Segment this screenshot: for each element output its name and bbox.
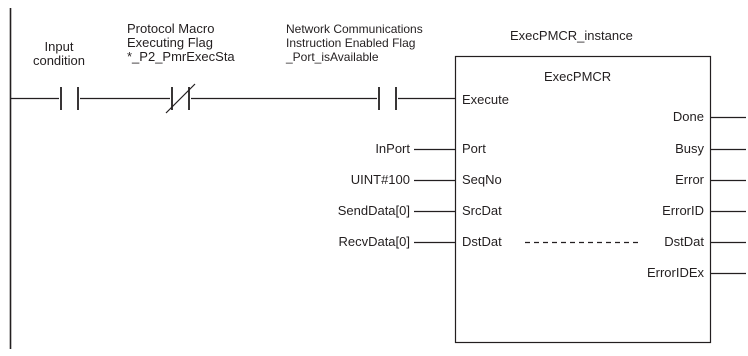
fb-type-name: ExecPMCR [544,69,612,84]
pin-srcdat: SrcDat [462,203,502,218]
pin-done: Done [672,109,704,124]
fb-instance-name: ExecPMCR_instance [510,28,633,43]
input-condition-label: Input condition [20,40,98,68]
pin-port: Port [462,141,486,156]
pin-errorid: ErrorID [662,203,704,218]
pin-execute: Execute [462,92,509,107]
port-available-line2: Instruction Enabled Flag [286,36,416,50]
exec-flag-line1: Protocol Macro [127,21,215,36]
executing-flag-label: Protocol Macro Executing Flag *_P2_PmrEx… [127,22,235,64]
arg-srcdat: SendData[0] [337,203,410,218]
exec-flag-line2: Executing Flag [127,35,213,50]
pin-dstdat-out: DstDat [664,234,704,249]
pin-seqno: SeqNo [462,172,502,187]
function-block-box [454,55,712,344]
input-label-line1: Input [44,39,74,54]
pin-error: Error [675,172,704,187]
pin-busy: Busy [675,141,704,156]
arg-dstdat: RecvData[0] [338,234,410,249]
port-available-label: Network Communications Instruction Enabl… [286,22,423,64]
port-available-contact [378,87,397,110]
pin-dstdat-in: DstDat [462,234,502,249]
arg-seqno: UINT#100 [350,172,410,187]
arg-port: InPort [375,141,410,156]
port-available-line1: Network Communications [286,22,423,36]
pin-erroridex: ErrorIDEx [646,265,704,280]
exec-flag-variable: *_P2_PmrExecSta [127,49,235,64]
port-available-variable: _Port_isAvailable [286,50,379,64]
executing-flag-nc-contact [165,83,196,114]
input-condition-contact [60,87,79,110]
input-label-line2: condition [32,53,86,68]
